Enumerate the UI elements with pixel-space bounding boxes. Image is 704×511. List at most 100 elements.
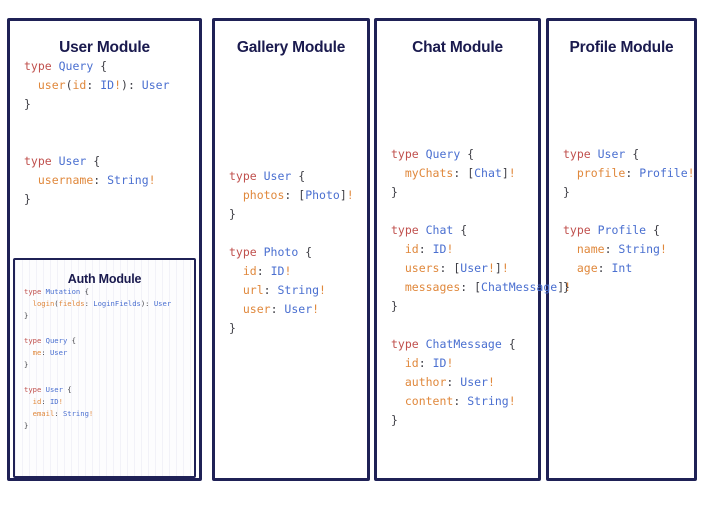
code-token: type xyxy=(563,223,598,237)
code-line: type ChatMessage { xyxy=(391,335,538,354)
code-line: } xyxy=(24,310,194,322)
code-token: : xyxy=(84,299,94,309)
code-token: : xyxy=(439,261,454,275)
code-token: Query xyxy=(45,335,68,345)
code-token: : xyxy=(270,302,285,316)
code-token xyxy=(563,242,577,256)
code-token xyxy=(24,397,33,406)
code-token: ! xyxy=(687,166,695,180)
code-token: ! xyxy=(88,409,94,419)
code-token: user xyxy=(37,78,66,92)
code-token: User xyxy=(284,302,313,316)
code-line xyxy=(391,202,538,221)
code-token: ): xyxy=(140,299,154,309)
code-token: User xyxy=(263,169,292,183)
code-token: Photo xyxy=(263,245,299,259)
code-token xyxy=(391,356,405,370)
code-line: id: ID! xyxy=(391,354,538,373)
code-line: user: User! xyxy=(229,300,367,319)
module-title-profile: Profile Module xyxy=(569,39,674,56)
code-token: } xyxy=(24,421,29,431)
code-token: ! xyxy=(446,356,454,370)
module-panel-gallery[interactable]: Gallery Module type User { photos: [Phot… xyxy=(212,18,370,481)
code-line: type Photo { xyxy=(229,243,367,262)
code-token: ! xyxy=(501,261,509,275)
code-token: } xyxy=(24,97,31,111)
code-line: id: ID! xyxy=(391,240,538,259)
code-token: { xyxy=(460,147,475,161)
code-line: } xyxy=(24,359,194,371)
code-token: } xyxy=(391,413,398,427)
code-token: : xyxy=(41,348,50,358)
code-token xyxy=(563,261,577,275)
code-line: email: String! xyxy=(24,408,194,420)
code-token: ] xyxy=(557,280,565,294)
code-token: : xyxy=(418,242,433,256)
code-token: : xyxy=(597,261,612,275)
code-token: ! xyxy=(564,280,572,294)
code-token: [ xyxy=(453,261,461,275)
module-panel-auth[interactable]: Auth Module type Mutation { login(fields… xyxy=(13,258,196,478)
code-token xyxy=(24,409,33,418)
schema-code-profile: type User { profile: Profile!} type Prof… xyxy=(563,145,695,297)
code-token: ! xyxy=(312,302,320,316)
code-token: author xyxy=(404,375,447,389)
code-line: } xyxy=(24,420,194,432)
code-token: type xyxy=(563,147,598,161)
code-token: ! xyxy=(346,188,354,202)
code-token: type xyxy=(24,335,46,345)
code-token: String xyxy=(62,409,89,419)
code-token: ! xyxy=(659,242,667,256)
code-line: username: String! xyxy=(24,171,199,190)
code-token xyxy=(229,302,243,316)
module-panel-chat[interactable]: Chat Module type Query { myChats: [Chat]… xyxy=(374,18,571,481)
code-token: ID xyxy=(432,242,447,256)
code-token: : xyxy=(54,409,63,419)
code-token xyxy=(24,173,38,187)
code-line: } xyxy=(391,297,538,316)
code-token: Chat xyxy=(425,223,454,237)
code-token: type xyxy=(229,169,264,183)
code-token: login xyxy=(32,299,55,309)
code-token xyxy=(24,348,33,357)
code-token: type xyxy=(391,337,426,351)
schema-code-chat: type Query { myChats: [Chat]!} type Chat… xyxy=(391,145,571,430)
code-token xyxy=(229,283,243,297)
code-line: age: Int xyxy=(563,259,694,278)
code-token: ! xyxy=(58,396,63,406)
code-token: profile xyxy=(576,166,626,180)
code-token xyxy=(229,264,243,278)
code-token: ] xyxy=(501,166,509,180)
code-token: id xyxy=(72,78,87,92)
code-token: : xyxy=(86,78,101,92)
code-token: Chat xyxy=(474,166,502,180)
code-token: Query xyxy=(58,59,94,73)
code-token: { xyxy=(646,223,660,237)
module-title-chat: Chat Module xyxy=(412,39,503,56)
code-token: { xyxy=(67,335,76,345)
code-token: Profile xyxy=(639,166,688,180)
module-panel-user[interactable]: User Module type Query { user(id: ID!): … xyxy=(7,18,202,481)
code-token: ] xyxy=(339,188,347,202)
code-token: ! xyxy=(319,283,326,297)
code-token: { xyxy=(80,287,89,296)
code-token: ! xyxy=(446,242,454,256)
module-panel-profile[interactable]: Profile Module type User { profile: Prof… xyxy=(546,18,697,481)
code-token: ! xyxy=(487,261,495,275)
code-token: } xyxy=(563,185,570,199)
code-token: [ xyxy=(474,280,482,294)
code-line: messages: [ChatMessage]! xyxy=(391,278,571,297)
code-token: : xyxy=(604,242,619,256)
code-token: } xyxy=(391,185,398,199)
code-line: content: String! xyxy=(391,392,538,411)
code-line: type User { xyxy=(563,145,694,164)
code-line xyxy=(24,133,199,152)
code-token: users xyxy=(404,261,440,275)
code-token: Photo xyxy=(305,188,340,202)
code-token: user xyxy=(242,302,271,316)
code-line: type Mutation { xyxy=(24,286,194,298)
code-token: } xyxy=(24,192,31,206)
code-token: User xyxy=(460,375,488,389)
code-token: content xyxy=(404,394,454,408)
